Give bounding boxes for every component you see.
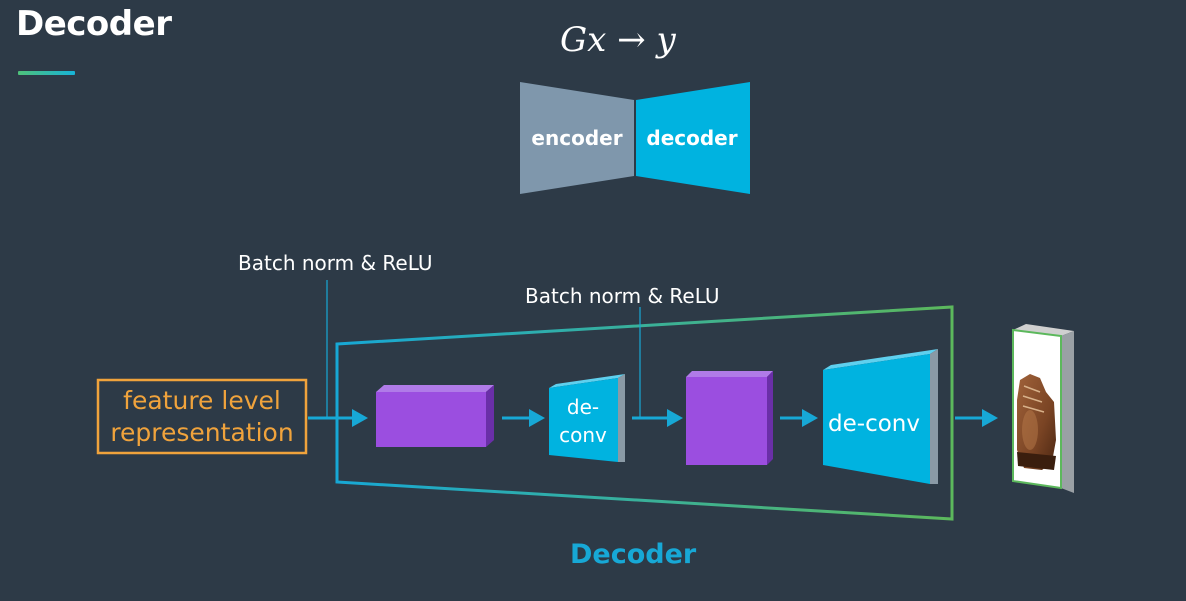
arrows — [308, 409, 998, 427]
annotation-1: Batch norm & ReLU — [238, 251, 433, 275]
arrow-1 — [308, 409, 368, 427]
output-image — [1012, 324, 1074, 493]
decoder-block — [636, 82, 750, 194]
input-label-line2: representation — [110, 418, 293, 447]
encoder-block — [520, 82, 634, 194]
decoder-label: decoder — [646, 126, 737, 150]
equation: Gx → y — [560, 20, 676, 60]
input-label-line1: feature level — [123, 386, 281, 415]
title-underline — [18, 71, 75, 75]
arrow-3 — [632, 409, 683, 427]
arrow-4 — [780, 409, 818, 427]
encoder-label: encoder — [531, 126, 622, 150]
deconv-small-line2: conv — [559, 423, 607, 447]
arrow-2 — [502, 409, 545, 427]
feature-map-1 — [376, 385, 494, 447]
input-representation: feature level representation — [96, 378, 308, 455]
slide-title: Decoder — [16, 4, 172, 44]
bottom-label: Decoder — [570, 539, 697, 570]
deconv-block-1: de- conv — [549, 374, 625, 462]
encoder-decoder-overview: encoder decoder — [520, 82, 750, 194]
input-box — [96, 378, 308, 455]
annotation-2: Batch norm & ReLU — [525, 284, 720, 308]
boot-icon — [1017, 374, 1056, 470]
deconv-small-line1: de- — [567, 395, 599, 419]
deconv-large-label: de-conv — [828, 411, 920, 437]
arrow-5 — [955, 409, 998, 427]
decoder-frame — [335, 305, 954, 521]
deconv-block-2: de-conv — [823, 349, 938, 484]
feature-map-2 — [686, 371, 773, 465]
